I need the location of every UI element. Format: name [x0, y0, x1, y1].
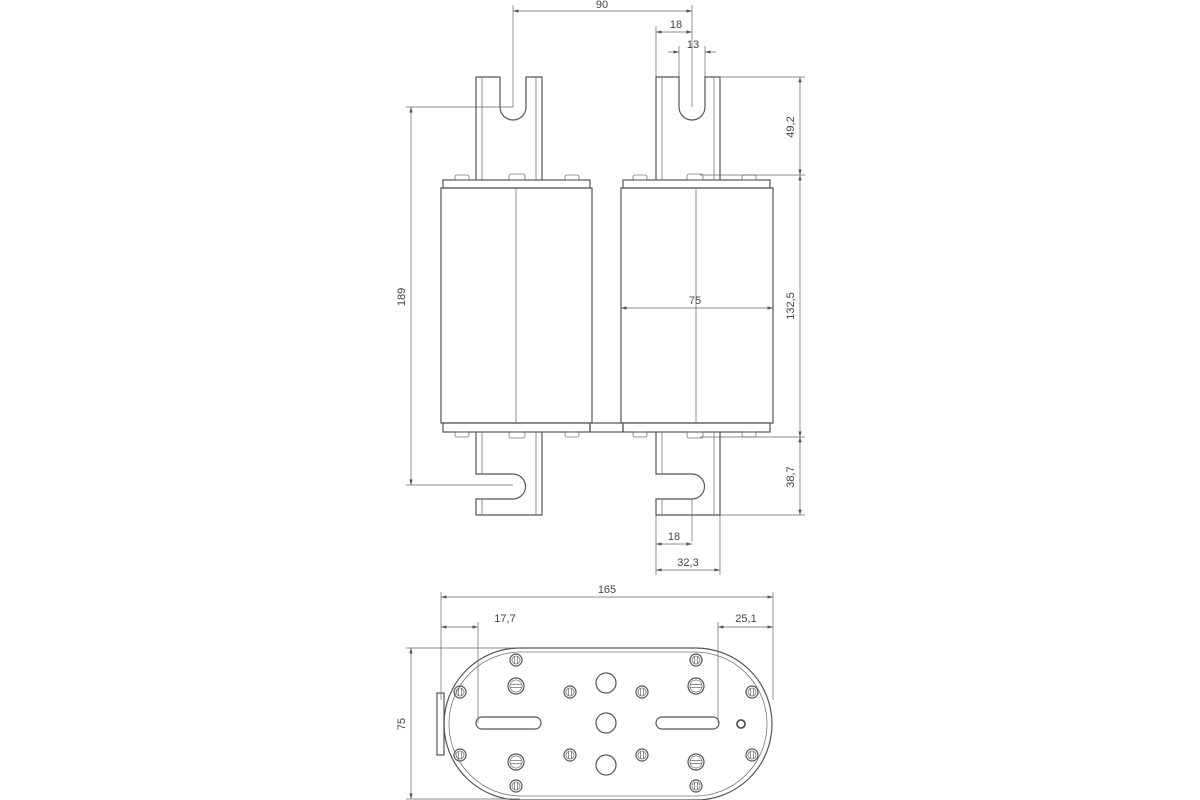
screws [453, 653, 759, 793]
dim-body-height: 132,5 [785, 292, 797, 320]
screw-icon [689, 653, 703, 667]
plan-dimensions: 165 17,7 25,1 75 [396, 584, 774, 800]
screw-icon [635, 748, 649, 762]
dim-slot-width: 13 [687, 39, 699, 51]
front-dimensions: 90 18 13 49,2 132,5 38,7 189 75 18 32,3 [396, 0, 805, 575]
top-left-blade [475, 76, 543, 180]
screw-icon [507, 677, 525, 695]
dim-blade-width-bottom: 32,3 [677, 557, 698, 569]
right-mounting-slot [655, 716, 720, 730]
dim-blade-height-bottom: 38,7 [785, 466, 797, 487]
screw-icon [453, 748, 467, 762]
indicator-dot [736, 719, 746, 729]
connecting-bar [589, 422, 624, 433]
front-view [440, 76, 774, 516]
bottom-left-blade [475, 432, 543, 516]
dim-body-width: 75 [689, 295, 701, 307]
left-mounting-slot [475, 716, 542, 730]
plan-view [436, 647, 773, 800]
screw-icon [509, 779, 523, 793]
screw-icon [563, 685, 577, 699]
dim-slot-depth-bottom: 18 [668, 531, 680, 543]
left-fuse-body [440, 173, 593, 439]
screw-icon [635, 685, 649, 699]
screw-icon [507, 753, 525, 771]
screw-icon [509, 653, 523, 667]
dim-right-offset: 25,1 [735, 613, 756, 625]
screw-icon [687, 677, 705, 695]
screw-icon [745, 748, 759, 762]
top-right-blade [655, 76, 721, 180]
dim-overall-length: 165 [598, 584, 616, 596]
bottom-right-blade [655, 432, 721, 516]
screw-icon [687, 753, 705, 771]
right-fuse-body [620, 173, 774, 439]
dim-overall-height: 189 [396, 288, 408, 306]
screw-icon [453, 685, 467, 699]
screw-icon [563, 748, 577, 762]
screw-icon [689, 779, 703, 793]
screw-icon [745, 685, 759, 699]
dim-left-offset: 17,7 [494, 613, 515, 625]
dim-blade-width-top: 18 [670, 19, 682, 31]
dim-pitch: 90 [596, 0, 608, 11]
dim-blade-height-top: 49,2 [785, 116, 797, 137]
dim-base-width: 75 [396, 718, 408, 730]
